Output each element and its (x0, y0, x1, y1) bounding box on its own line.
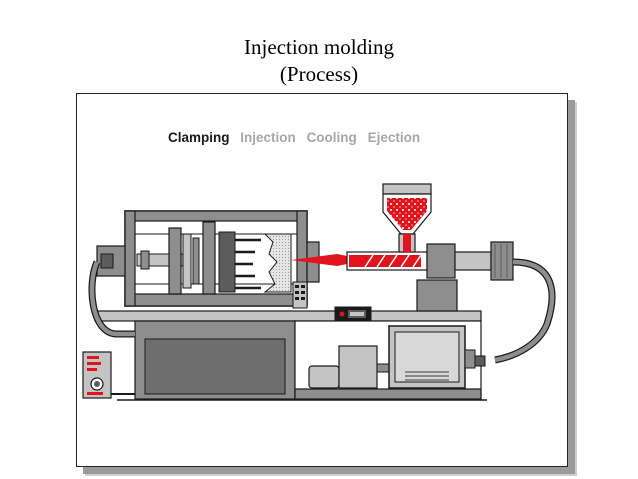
title-line-1: Injection molding (244, 35, 394, 59)
diagram-frame: Clamping Injection Cooling Ejection (76, 93, 568, 467)
stage-tab-cooling[interactable]: Cooling (306, 130, 357, 145)
stage-tab-clamping[interactable]: Clamping (168, 130, 230, 145)
electric-motor (388, 325, 486, 389)
title-line-2: (Process) (279, 62, 359, 86)
digital-display (334, 306, 372, 322)
injection-barrel (291, 241, 514, 283)
mold (218, 231, 292, 293)
control-keypad (292, 281, 308, 309)
page-title: Injection molding (Process) (0, 34, 638, 88)
electrical-control-box (82, 351, 135, 399)
stage-tabs: Clamping Injection Cooling Ejection (168, 130, 427, 145)
stage-tab-ejection[interactable]: Ejection (367, 130, 421, 145)
stage-tab-injection[interactable]: Injection (240, 130, 296, 145)
moving-platen (168, 221, 216, 295)
hopper (382, 183, 432, 253)
hydraulic-pump (308, 345, 390, 389)
injection-molding-machine (82, 183, 556, 401)
